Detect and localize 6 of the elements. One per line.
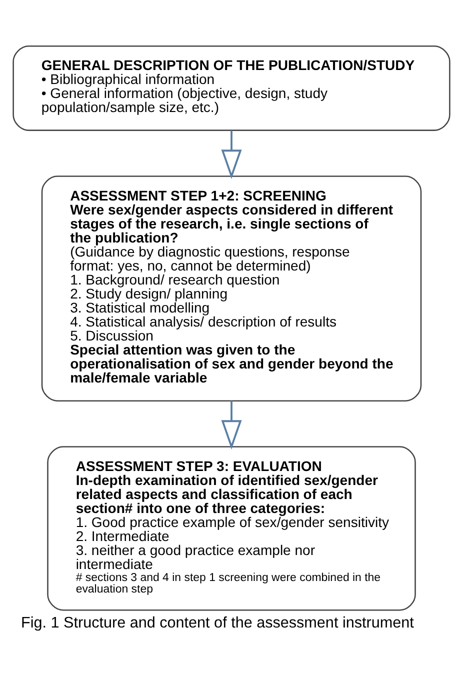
arrow bbox=[221, 400, 242, 450]
node-box: ASSESSMENT STEP 3: EVALUATION In-depth examination of identified sex/gender related aspects and classification of each section# into one of three categories: 1. Good practice example of sex/gender sensitivity 2. Intermediate 3. neither a good practice example nor intermediate # sections 3 and 4 in step 1 screening were combined in the evaluation step bbox=[47, 446, 416, 611]
node-box: ASSESSMENT STEP 1+2: SCREENING Were sex/gender aspects considered in different stages of the research, i.e. single sections of the publication? (Guidance by diagnostic questions, response format: yes, no, cannot be determined) 1. Background/ research question 2. Study design/ planning 3. Statistical modelling 4. Statistical analysis/ description of results 5. Discussion Special attention was given to the operationalisation of sex and gender beyond the male/female variable bbox=[41, 176, 422, 402]
arrow bbox=[221, 130, 242, 180]
caption: Fig. 1 Structure and content of the assessment instrument bbox=[21, 614, 414, 632]
node-box: GENERAL DESCRIPTION OF THE PUBLICATION/STUDY • Bibliographical information • General information (objective, design, study population/sample size, etc.) bbox=[12, 45, 450, 131]
